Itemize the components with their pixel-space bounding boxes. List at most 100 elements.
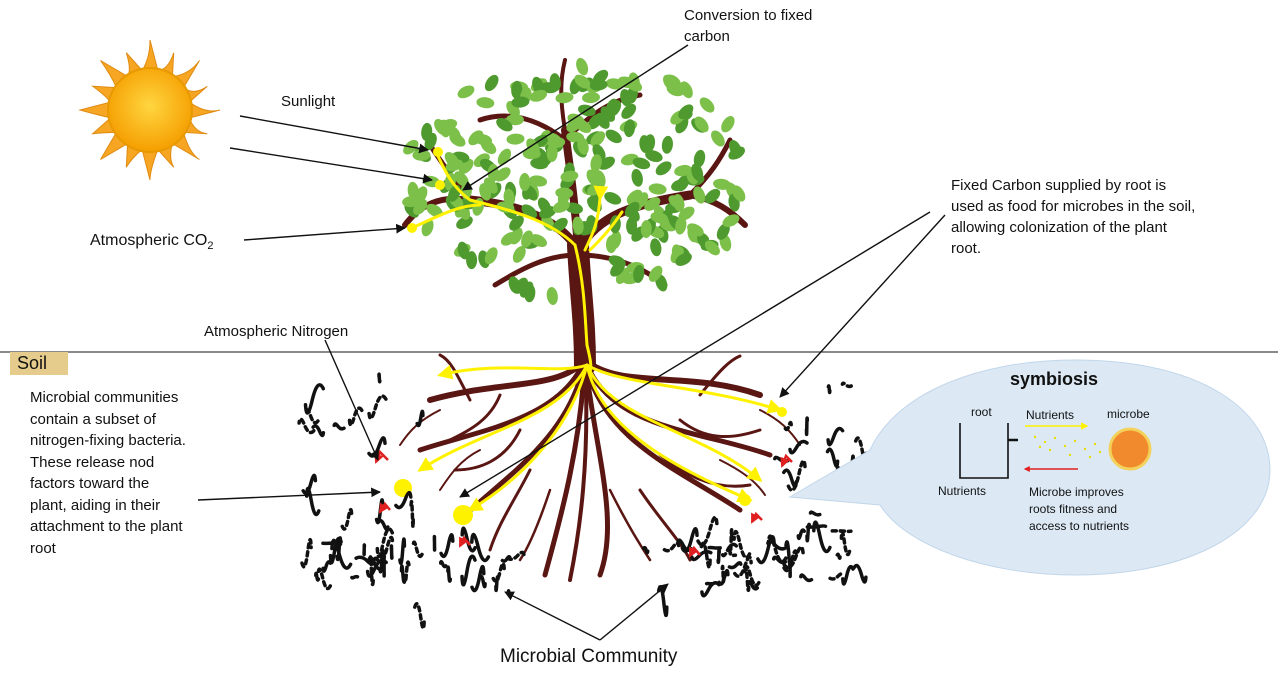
leaf: [546, 144, 558, 162]
microbe-squiggle: [825, 447, 840, 468]
annotation-arrows: [197, 44, 946, 641]
leaf: [521, 230, 534, 248]
microbe-squiggle: [378, 548, 385, 574]
leaf: [731, 185, 746, 202]
leaf: [632, 157, 651, 170]
leaf: [626, 189, 643, 205]
leaf: [468, 130, 484, 146]
leaf: [620, 88, 632, 107]
leaf: [500, 232, 518, 246]
leaf: [555, 187, 574, 199]
leaf: [457, 85, 475, 99]
leaf: [519, 173, 531, 191]
microbe-squiggle: [766, 539, 788, 551]
microbe-squiggle: [727, 561, 743, 570]
microbe-squiggle: [840, 381, 853, 389]
microbe-squiggle: [788, 439, 809, 455]
microbe-squiggle: [799, 573, 814, 583]
leaf: [511, 96, 530, 108]
microbe-squiggle: [716, 547, 721, 565]
sunlight-label: Sunlight: [281, 93, 336, 110]
symbiosis-improves-label: Microbe improves roots fitness and acces…: [1029, 485, 1130, 533]
leaf: [505, 114, 524, 126]
symbiosis-nutrients-bottom-label: Nutrients: [938, 484, 987, 498]
microbe-squiggle: [782, 545, 805, 570]
leaf: [621, 103, 637, 119]
microbe-squiggle: [796, 528, 806, 541]
leaf: [598, 156, 615, 170]
microbial-communities-label: Microbial communities contain a subset o…: [30, 389, 186, 557]
microbe-squiggle: [852, 563, 868, 584]
leaf: [722, 214, 740, 228]
microbe-squiggle: [394, 490, 413, 510]
leaf: [552, 200, 570, 213]
leaf: [693, 186, 706, 204]
microbe-squiggle: [699, 541, 712, 569]
microbe-squiggle: [370, 556, 378, 565]
leaf: [716, 223, 730, 240]
leaf: [675, 252, 692, 266]
leaf: [617, 76, 636, 89]
leaf: [675, 216, 687, 235]
leaf: [687, 223, 704, 237]
microbe-squiggle: [311, 424, 326, 438]
leaf: [552, 217, 568, 233]
symbiosis-bubble: [788, 359, 1271, 576]
microbe-squiggle: [826, 426, 845, 447]
microbe-squiggle: [316, 567, 333, 591]
microbe-squiggle: [375, 527, 395, 559]
leaf: [484, 74, 499, 92]
microbe-squiggle: [297, 417, 316, 435]
microbe-squiggle: [301, 473, 318, 495]
carbon-flow: [410, 148, 783, 512]
leaf: [576, 57, 589, 76]
microbe-squiggle: [367, 394, 388, 420]
leaf: [476, 97, 495, 109]
sun-ray: [188, 101, 221, 119]
microbe-squiggle: [304, 408, 320, 425]
leaf: [678, 104, 694, 120]
microbial-community-label: Microbial Community: [500, 646, 678, 667]
leaf: [704, 188, 721, 204]
leaf: [546, 287, 558, 305]
microbe-squiggle: [389, 544, 394, 560]
leaf: [633, 265, 645, 283]
microbe-squiggle: [439, 533, 455, 559]
sun-ray: [78, 101, 112, 119]
microbe-squiggle: [368, 554, 375, 587]
microbe-squiggle: [398, 537, 407, 565]
microbe-squiggle: [491, 561, 506, 583]
leaf: [644, 197, 661, 211]
microbe-squiggle: [350, 574, 360, 580]
leaf: [645, 150, 663, 163]
microbe-squiggle: [743, 565, 761, 587]
microbe-squiggle: [470, 564, 486, 593]
symbiosis-title: symbiosis: [1010, 369, 1099, 389]
microbe-squiggle: [700, 581, 721, 598]
microbe-squiggle: [330, 538, 353, 570]
leaf: [448, 126, 462, 144]
microbe-squiggle: [314, 571, 321, 582]
leaf: [503, 188, 515, 207]
microbe-squiggle: [321, 560, 333, 573]
leaf: [560, 170, 579, 182]
microbe-squiggle: [839, 529, 852, 557]
microbe-squiggle: [446, 565, 453, 583]
microbe-squiggle: [403, 560, 411, 583]
microbe-squiggle: [411, 540, 424, 559]
leaf: [509, 215, 524, 231]
microbe-squiggle: [720, 542, 739, 558]
leaf: [604, 192, 622, 205]
microbe-squiggle: [662, 541, 681, 553]
leaf: [605, 129, 622, 144]
microbe-squiggle: [641, 545, 650, 555]
leaf: [590, 154, 602, 173]
microbe-squiggle: [756, 535, 776, 565]
microbe-community: [297, 372, 868, 630]
leaf: [530, 234, 547, 248]
leaf: [678, 206, 695, 221]
microbe-squiggle: [415, 409, 425, 428]
microbe-squiggle: [835, 552, 842, 560]
microbe-squiggle: [438, 559, 448, 569]
